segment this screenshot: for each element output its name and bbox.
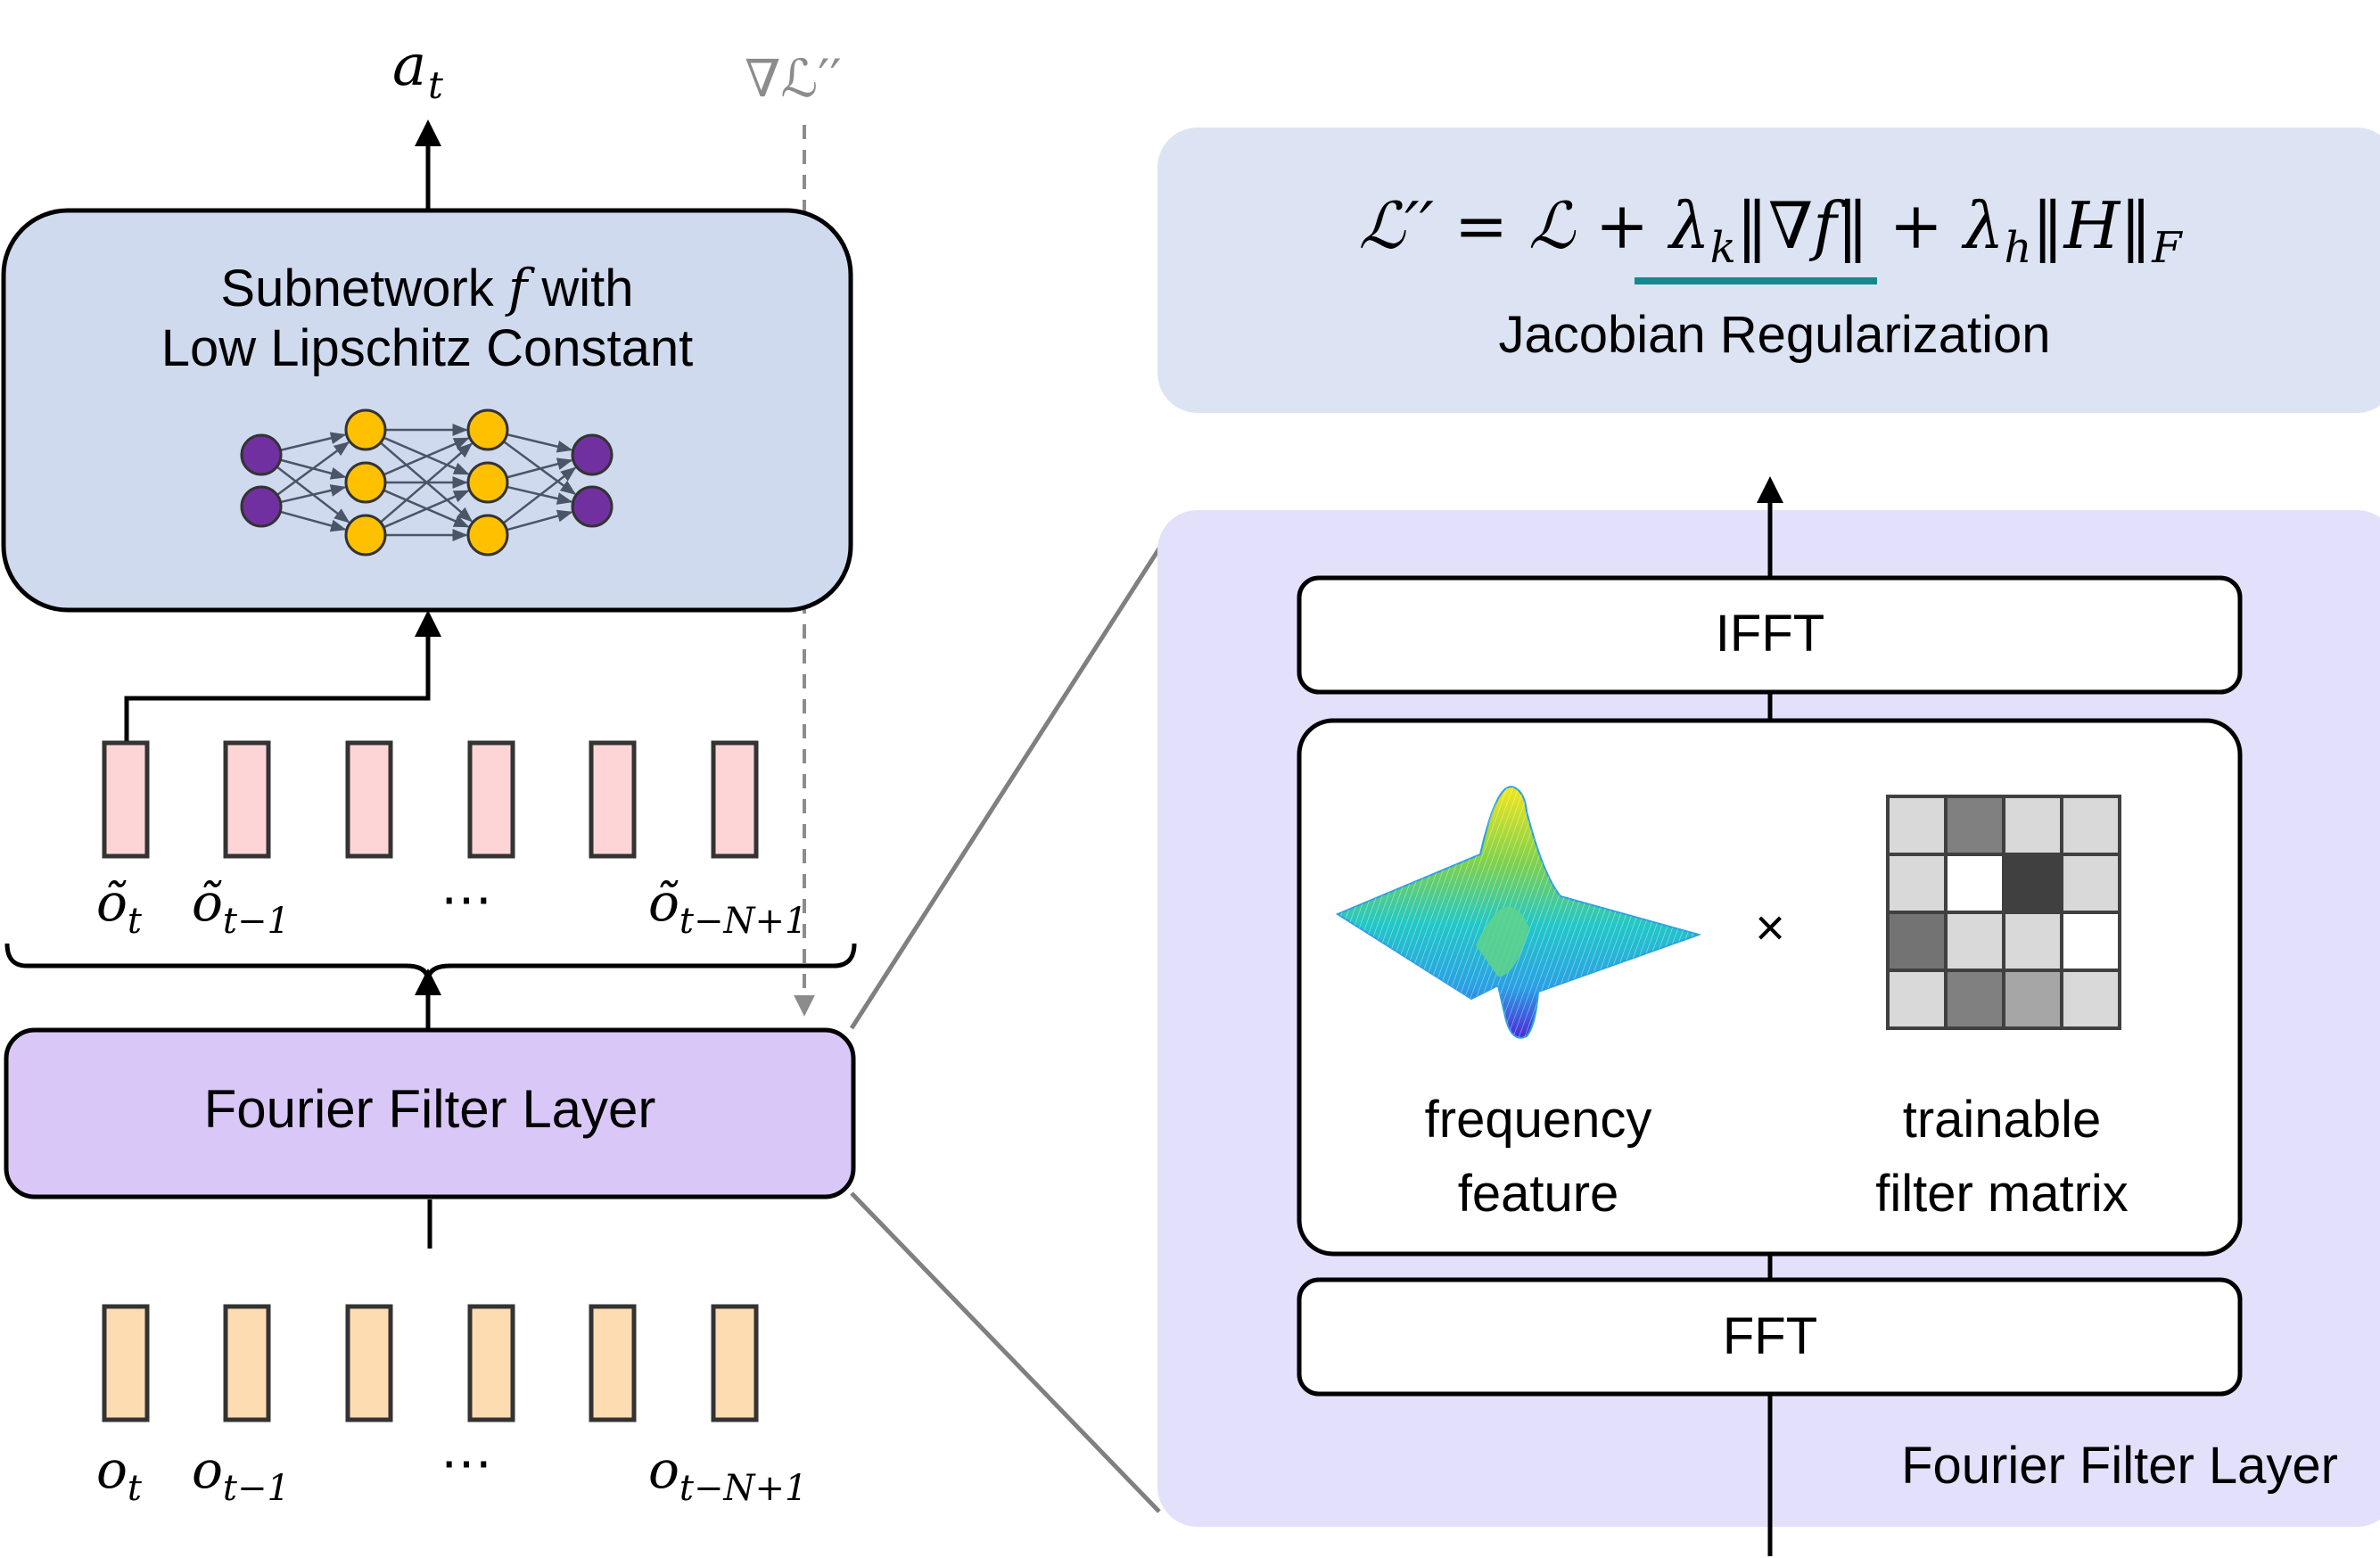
fft-label: FFT bbox=[1723, 1307, 1817, 1365]
nn-edge bbox=[280, 432, 347, 452]
filter-matrix-cell bbox=[1944, 795, 2005, 856]
nn-edge bbox=[383, 437, 470, 476]
subnetwork-title-line2: Low Lipschitz Constant bbox=[161, 319, 693, 377]
filter-matrix-cell bbox=[1886, 969, 1948, 1030]
filtered-obs-bar bbox=[589, 740, 637, 859]
nn-node bbox=[466, 408, 509, 451]
nn-node bbox=[344, 461, 387, 504]
filter-matrix-cell bbox=[2060, 795, 2121, 856]
nn-edge bbox=[383, 490, 470, 529]
nn-node bbox=[466, 461, 509, 504]
raw-obs-bar bbox=[589, 1304, 637, 1422]
subnetwork-title-line1: Subnetwork f with bbox=[220, 258, 633, 318]
grouping-brace bbox=[4, 943, 857, 982]
nn-node bbox=[466, 514, 509, 556]
nn-edge bbox=[502, 441, 577, 495]
fft-box bbox=[1297, 1277, 2243, 1397]
nn-node bbox=[240, 485, 283, 528]
filtered-obs-bar bbox=[345, 740, 393, 859]
filter-matrix-cell bbox=[2060, 911, 2121, 972]
filter-matrix-cell bbox=[1944, 911, 2005, 972]
neural-network-icon bbox=[240, 408, 614, 556]
output-label-sub: t bbox=[428, 63, 443, 107]
nn-edge bbox=[279, 510, 347, 532]
gradient-label: ∇ℒ′′ bbox=[745, 48, 842, 109]
frequency-surface-icon bbox=[1335, 786, 1702, 1039]
raw-label-ellipsis: ⋯ bbox=[441, 1432, 492, 1493]
nn-node bbox=[344, 408, 387, 451]
regularization-equation: ℒ′′ = ℒ + λk‖∇f‖ + λh‖H‖F bbox=[1358, 188, 2183, 273]
jacobian-caption: Jacobian Regularization bbox=[1498, 306, 2050, 364]
nn-edge bbox=[506, 509, 573, 532]
raw-obs-bar bbox=[467, 1304, 515, 1422]
fourier-filter-box bbox=[4, 1027, 856, 1199]
filter-matrix-cell bbox=[1944, 853, 2005, 914]
filtered-obs-bar bbox=[711, 740, 759, 859]
ifft-box bbox=[1297, 575, 2243, 695]
filtered-label-t-n: õt−N+1 bbox=[648, 872, 807, 942]
filter-matrix-cell bbox=[2002, 969, 2063, 1030]
multiply-symbol: × bbox=[1755, 899, 1785, 957]
nn-node bbox=[240, 433, 283, 476]
raw-label-t-1: ot−1 bbox=[192, 1439, 290, 1509]
raw-obs-labels: ot ot−1 ⋯ ot−N+1 bbox=[96, 1432, 807, 1509]
filter-matrix-grid bbox=[1886, 795, 2121, 1030]
filtered-label-t-1: õt−1 bbox=[192, 872, 290, 942]
filtered-obs-bar bbox=[223, 740, 271, 859]
fourier-filter-label: Fourier Filter Layer bbox=[204, 1079, 656, 1139]
filtered-obs-bar bbox=[467, 740, 515, 859]
freq-feature-line1: frequency bbox=[1425, 1091, 1652, 1149]
filter-matrix-cell bbox=[2002, 853, 2063, 914]
jacobian-panel bbox=[1157, 128, 2380, 413]
raw-label-t-n: ot−N+1 bbox=[648, 1439, 807, 1509]
nn-node bbox=[571, 433, 614, 476]
raw-obs-bar bbox=[223, 1304, 271, 1422]
filter-matrix-cell bbox=[2060, 853, 2121, 914]
nn-edge bbox=[506, 433, 573, 453]
filtered-obs-labels: õt õt−1 ⋯ õt−N+1 bbox=[96, 869, 807, 942]
raw-obs-bars bbox=[102, 1304, 759, 1422]
filter-matrix-cell bbox=[1886, 853, 1948, 914]
freq-feature-line2: feature bbox=[1458, 1165, 1619, 1223]
nn-edge bbox=[506, 458, 573, 479]
filtered-label-ellipsis: ⋯ bbox=[441, 869, 492, 929]
nn-edge bbox=[502, 466, 577, 524]
filter-matrix-cell bbox=[1886, 911, 1948, 972]
filter-matrix-line2: filter matrix bbox=[1875, 1165, 2129, 1223]
nn-edge bbox=[280, 484, 347, 504]
raw-obs-bar bbox=[711, 1304, 759, 1422]
ifft-label: IFFT bbox=[1716, 605, 1824, 663]
zoom-line-top bbox=[849, 547, 1162, 1030]
filter-matrix-cell bbox=[2060, 969, 2121, 1030]
filter-matrix-cell bbox=[2002, 911, 2063, 972]
raw-obs-bar bbox=[345, 1304, 393, 1422]
nn-edge bbox=[379, 442, 474, 523]
filter-matrix-cell bbox=[2002, 795, 2063, 856]
raw-label-t: ot bbox=[96, 1439, 143, 1509]
filtered-obs-bars bbox=[102, 740, 759, 859]
output-label-a: a bbox=[392, 33, 426, 99]
filtered-label-t: õt bbox=[96, 872, 143, 942]
filter-matrix-cell bbox=[1944, 969, 2005, 1030]
nn-node bbox=[571, 485, 614, 528]
fourier-panel-label: Fourier Filter Layer bbox=[1901, 1437, 2338, 1495]
zoom-line-bottom bbox=[850, 1191, 1161, 1513]
filter-matrix-cell bbox=[1886, 795, 1948, 856]
raw-obs-bar bbox=[102, 1304, 150, 1422]
nn-node bbox=[344, 514, 387, 556]
nn-edge bbox=[276, 441, 350, 496]
filtered-obs-bar bbox=[102, 740, 150, 859]
feed-line bbox=[124, 615, 431, 743]
filter-matrix-line1: trainable bbox=[1903, 1091, 2101, 1149]
